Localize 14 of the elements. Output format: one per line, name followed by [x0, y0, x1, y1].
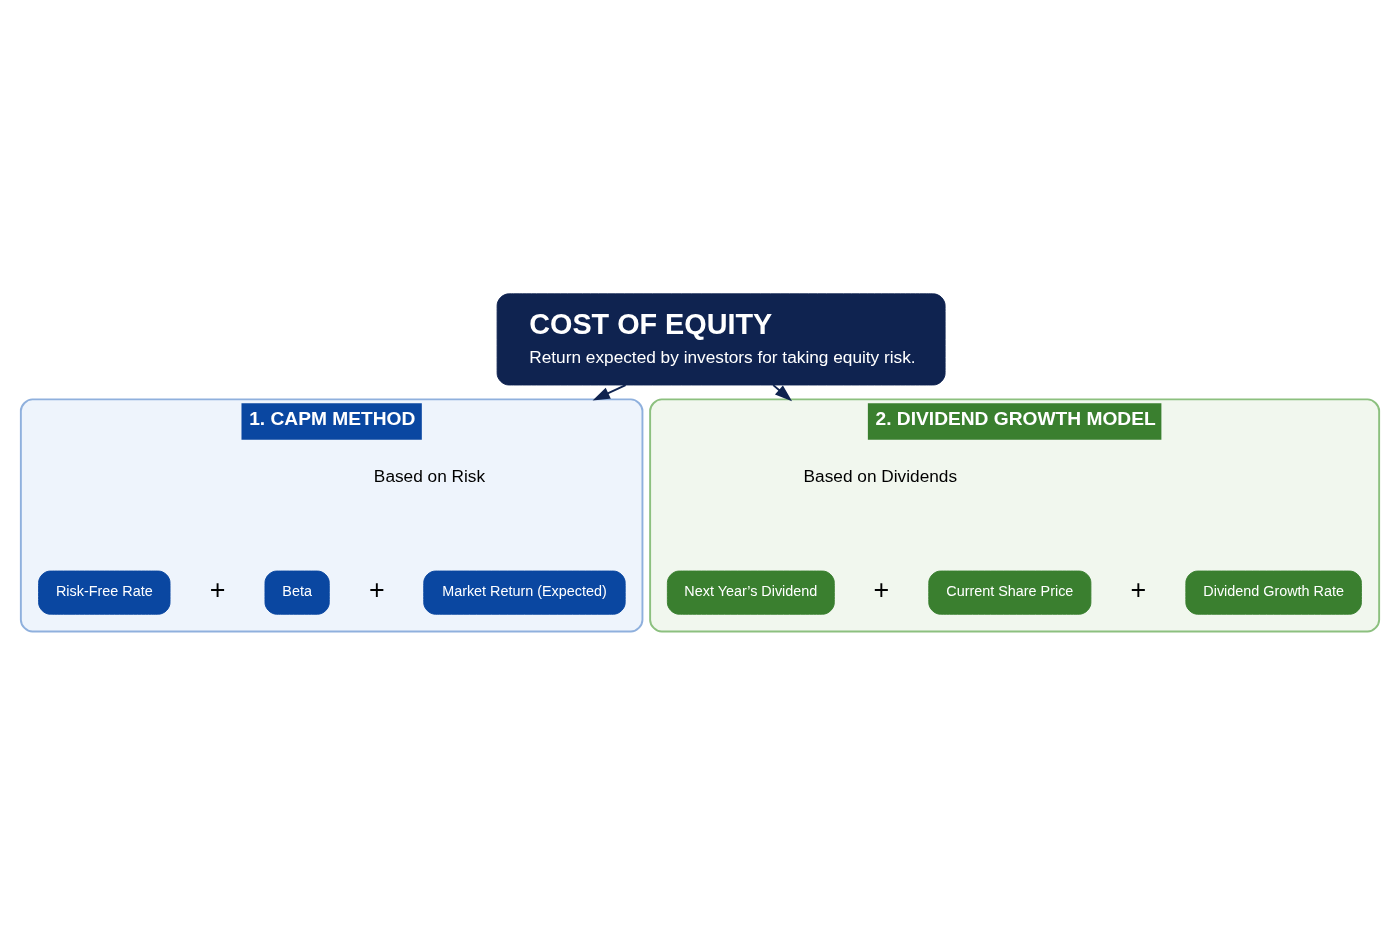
label: +: [368, 575, 385, 606]
node-box: Risk-Free Rate: [38, 570, 171, 615]
node-box: Beta: [264, 570, 330, 615]
node-text: Based on Risk: [373, 466, 486, 487]
node-box: COST OF EQUITY Return expected by investors for taking equity risk.: [496, 293, 946, 386]
label: +: [209, 575, 226, 606]
arrow: [592, 384, 627, 401]
label: +: [873, 575, 890, 606]
node-box: Dividend Growth Rate: [1185, 570, 1362, 615]
node-box: Market Return (Expected): [423, 570, 626, 615]
label: +: [1130, 575, 1147, 606]
node-text: Based on Dividends: [803, 466, 958, 487]
node-box: Next Year’s Dividend: [666, 570, 835, 615]
node-box: Current Share Price: [928, 570, 1092, 615]
